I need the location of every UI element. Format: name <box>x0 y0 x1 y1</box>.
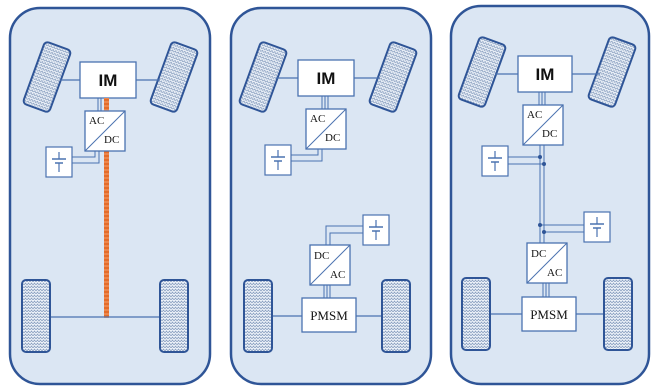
converter-ac-label: AC <box>310 113 325 125</box>
ac-dc-converter: AC DC <box>522 104 564 146</box>
pmsm-motor: PMSM <box>521 296 577 332</box>
converter-dc-label: DC <box>104 134 119 146</box>
panel-1: IM AC DC <box>8 6 212 386</box>
converter-dc-label: DC <box>314 250 329 262</box>
induction-motor: IM <box>79 61 137 99</box>
front-right-wheel <box>149 41 199 113</box>
battery-symbol-icon <box>481 145 509 177</box>
battery-symbol-icon <box>45 146 73 178</box>
battery-symbol-icon <box>264 144 292 176</box>
front-left-wheel <box>238 41 288 113</box>
converter-ac-label: AC <box>89 115 104 127</box>
front-right-wheel <box>368 41 418 113</box>
rear-right-wheel <box>381 279 411 353</box>
ac-dc-converter: AC DC <box>305 108 347 150</box>
bus-junction-dots <box>538 155 546 234</box>
converter-ac-label: AC <box>547 267 562 279</box>
mechanical-shaft <box>104 98 109 318</box>
pmsm-label: PMSM <box>530 307 568 322</box>
im-label: IM <box>317 69 336 88</box>
panel-3: IM AC DC <box>449 4 651 386</box>
panel-2: IM AC DC <box>229 6 433 386</box>
ac-wires <box>97 98 102 111</box>
battery-symbol-icon <box>583 211 611 243</box>
dc-wires <box>325 225 363 245</box>
converter-ac-label: AC <box>527 109 542 121</box>
ac-dc-converter: AC DC <box>84 110 126 152</box>
dc-wires <box>72 151 100 164</box>
pmsm-label: PMSM <box>310 308 348 323</box>
induction-motor: IM <box>297 59 355 97</box>
rear-right-wheel <box>603 277 633 351</box>
ac-wires <box>323 285 331 298</box>
im-label: IM <box>99 71 118 90</box>
rear-left-wheel <box>243 279 273 353</box>
induction-motor: IM <box>517 55 573 93</box>
im-label: IM <box>536 65 555 84</box>
ac-wires <box>538 92 546 105</box>
front-right-wheel <box>587 36 637 108</box>
rear-left-wheel <box>21 279 51 353</box>
converter-ac-label: AC <box>330 269 345 281</box>
dc-ac-converter: DC AC <box>526 242 568 284</box>
ac-wires <box>321 96 329 109</box>
converter-dc-label: DC <box>325 132 340 144</box>
pmsm-motor: PMSM <box>301 297 357 333</box>
front-left-wheel <box>457 36 507 108</box>
rear-left-wheel <box>461 277 491 351</box>
shared-dc-bus <box>508 145 584 243</box>
front-left-wheel <box>22 41 72 113</box>
dc-wires <box>291 149 323 162</box>
converter-dc-label: DC <box>531 248 546 260</box>
rear-right-wheel <box>159 279 189 353</box>
dc-ac-converter: DC AC <box>309 244 351 286</box>
ac-wires <box>542 283 550 297</box>
battery-symbol-icon <box>362 214 390 246</box>
converter-dc-label: DC <box>542 128 557 140</box>
